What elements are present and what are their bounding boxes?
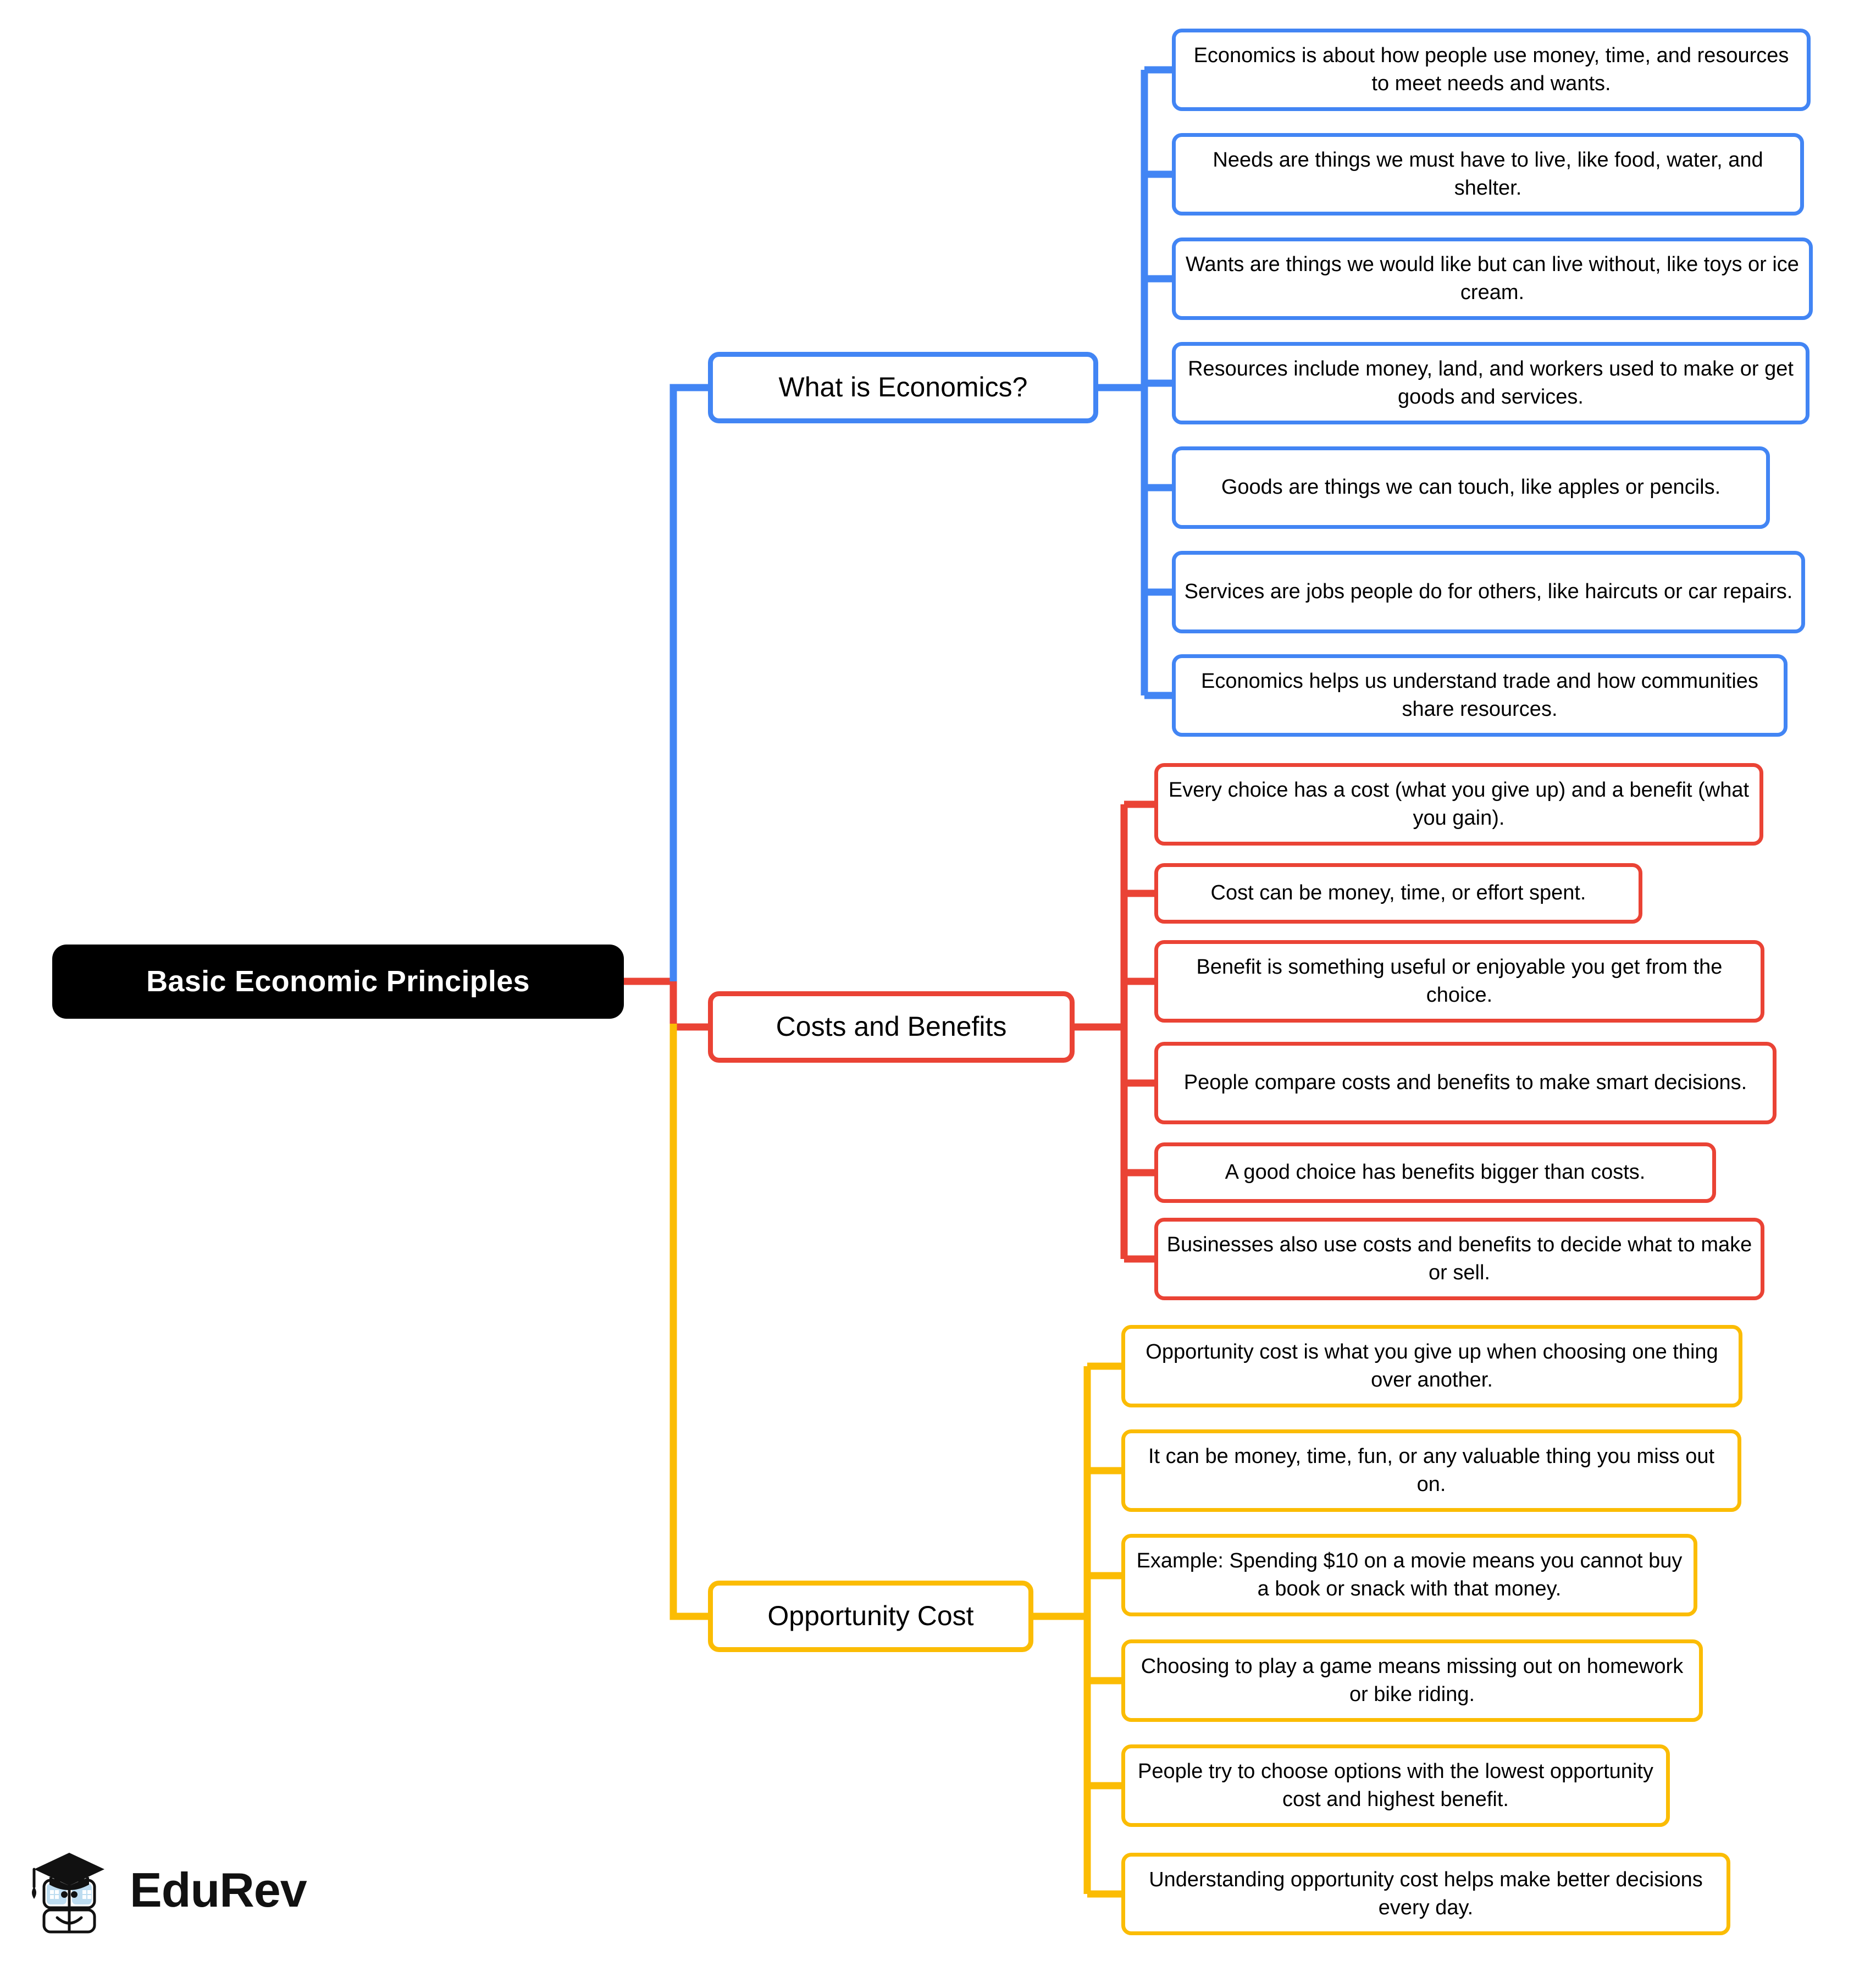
leaf-node[interactable]: Opportunity cost is what you give up whe… [1121, 1325, 1742, 1407]
leaf-node[interactable]: People compare costs and benefits to mak… [1154, 1042, 1777, 1124]
topic-node-label: Opportunity Cost [767, 1600, 974, 1632]
leaf-node[interactable]: Economics is about how people use money,… [1172, 29, 1811, 111]
root-node-label: Basic Economic Principles [146, 964, 530, 998]
edurev-wordmark: EduRev [130, 1863, 307, 1917]
leaf-node-label: Benefit is something useful or enjoyable… [1196, 955, 1723, 1007]
leaf-node[interactable]: Goods are things we can touch, like appl… [1172, 446, 1770, 529]
topic-node-costs-and-benefits[interactable]: Costs and Benefits [708, 991, 1075, 1063]
leaf-node[interactable]: Businesses also use costs and benefits t… [1154, 1218, 1764, 1300]
leaf-node-label: Cost can be money, time, or effort spent… [1210, 881, 1586, 905]
leaf-node-label: Goods are things we can touch, like appl… [1221, 476, 1721, 499]
leaf-node-label: Opportunity cost is what you give up whe… [1145, 1340, 1718, 1391]
topic-node-label: Costs and Benefits [776, 1011, 1007, 1042]
leaf-node[interactable]: A good choice has benefits bigger than c… [1154, 1142, 1716, 1203]
leaf-node[interactable]: Choosing to play a game means missing ou… [1121, 1639, 1703, 1722]
topic-node-label: What is Economics? [778, 372, 1028, 403]
leaf-node-label: Every choice has a cost (what you give u… [1168, 778, 1750, 830]
edurev-logo: EduRev [21, 1835, 362, 1945]
leaf-node[interactable]: It can be money, time, fun, or any valua… [1121, 1429, 1741, 1512]
leaf-node[interactable]: Economics helps us understand trade and … [1172, 654, 1788, 737]
leaf-node-label: People compare costs and benefits to mak… [1183, 1071, 1747, 1095]
leaf-node[interactable]: Benefit is something useful or enjoyable… [1154, 940, 1764, 1023]
leaf-node[interactable]: Understanding opportunity cost helps mak… [1121, 1853, 1730, 1935]
leaf-node-label: Services are jobs people do for others, … [1184, 580, 1793, 604]
leaf-node-label: People try to choose options with the lo… [1138, 1759, 1653, 1811]
leaf-node[interactable]: Cost can be money, time, or effort spent… [1154, 863, 1642, 924]
leaf-node-label: Understanding opportunity cost helps mak… [1149, 1868, 1703, 1919]
leaf-node-label: It can be money, time, fun, or any valua… [1148, 1444, 1715, 1496]
leaf-node-label: Businesses also use costs and benefits t… [1166, 1233, 1752, 1284]
leaf-node[interactable]: Every choice has a cost (what you give u… [1154, 763, 1763, 846]
leaf-node-label: Example: Spending $10 on a movie means y… [1136, 1549, 1683, 1600]
leaf-node-label: Economics is about how people use money,… [1193, 43, 1789, 95]
leaf-node[interactable]: People try to choose options with the lo… [1121, 1744, 1670, 1827]
leaf-node[interactable]: Resources include money, land, and worke… [1172, 342, 1809, 424]
root-node[interactable]: Basic Economic Principles [52, 945, 624, 1019]
leaf-node-label: Resources include money, land, and worke… [1188, 357, 1794, 408]
leaf-node-label: A good choice has benefits bigger than c… [1225, 1161, 1646, 1184]
leaf-node[interactable]: Example: Spending $10 on a movie means y… [1121, 1534, 1697, 1616]
leaf-node[interactable]: Wants are things we would like but can l… [1172, 238, 1813, 320]
edurev-graduation-cap-book-icon [32, 1853, 104, 1934]
leaf-node[interactable]: Needs are things we must have to live, l… [1172, 133, 1804, 216]
topic-node-what-is-economics[interactable]: What is Economics? [708, 352, 1098, 423]
leaf-node-label: Needs are things we must have to live, l… [1213, 148, 1763, 200]
leaf-node-label: Economics helps us understand trade and … [1201, 669, 1758, 721]
leaf-node[interactable]: Services are jobs people do for others, … [1172, 551, 1805, 633]
topic-node-opportunity-cost[interactable]: Opportunity Cost [708, 1581, 1033, 1652]
leaf-node-label: Wants are things we would like but can l… [1186, 252, 1799, 304]
leaf-node-label: Choosing to play a game means missing ou… [1141, 1654, 1684, 1706]
